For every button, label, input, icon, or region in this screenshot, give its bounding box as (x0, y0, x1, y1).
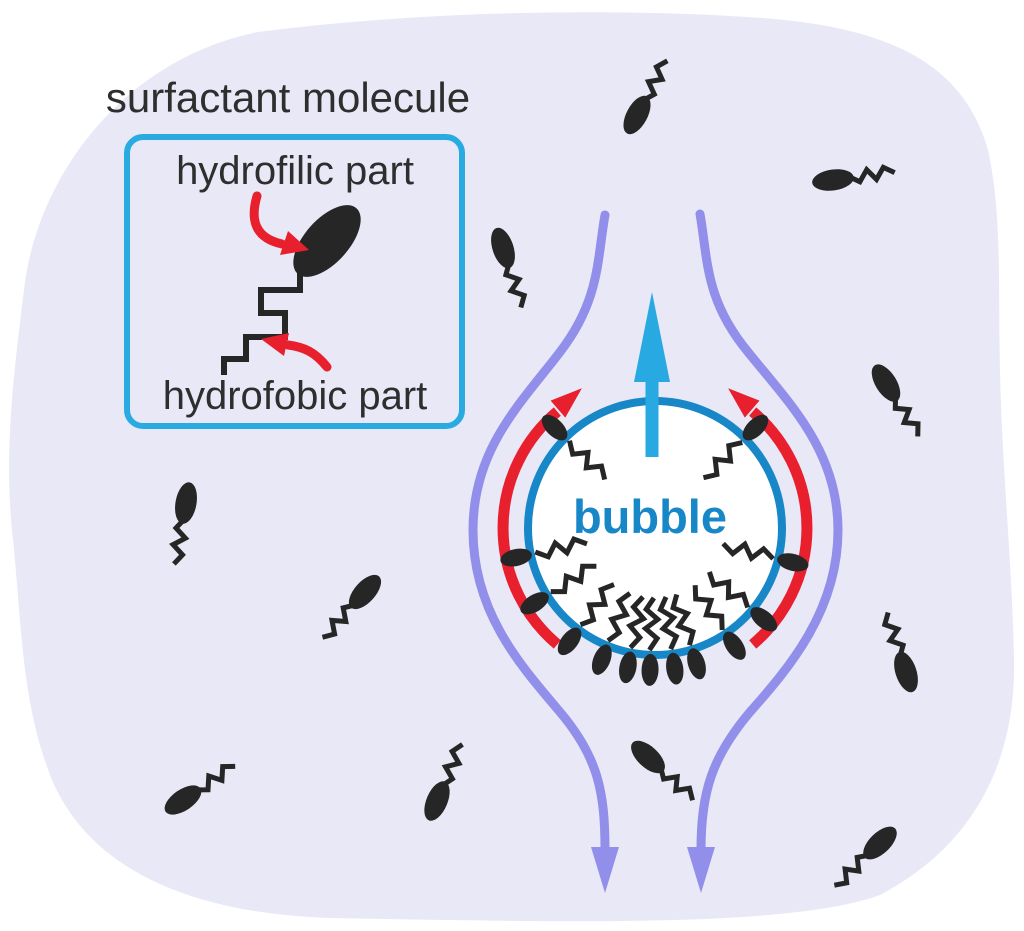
surfactant-head (623, 95, 651, 135)
diagram-title: surfactant molecule (106, 74, 470, 121)
flow-line-right (695, 209, 843, 855)
surfactant-tail (169, 517, 190, 566)
surfactant-head (666, 652, 684, 685)
inset-head (293, 205, 361, 277)
surfactant-tail (641, 596, 662, 652)
surfactant-head (894, 651, 918, 693)
surfactant-head (631, 740, 665, 774)
surfactant-head (520, 592, 549, 615)
surfactant-tail (195, 763, 236, 793)
surfactant-tail (502, 262, 528, 309)
surfactant-head (812, 169, 854, 191)
inset-tail (221, 263, 303, 375)
red-pointer-hydrophilic (249, 191, 287, 249)
surfactant-head (723, 631, 746, 660)
circulation-arrows (497, 388, 813, 649)
attached-surfactant-molecules (500, 414, 809, 686)
surfactant-tail (534, 535, 588, 560)
surfactant-head (863, 826, 897, 860)
surfactant-tail (707, 571, 751, 609)
red-arrowhead-left (550, 388, 582, 418)
surfactant-tail (721, 540, 775, 563)
surfactant-head (491, 227, 515, 269)
red-circulation-arrow-right (749, 407, 813, 649)
surfactant-tail (702, 440, 743, 481)
surfactant-tail (881, 611, 907, 658)
surfactant-tail (833, 852, 871, 888)
surfactant-head (348, 574, 382, 610)
flow-arrowhead-right (687, 847, 715, 893)
upward-arrow-shaft (645, 376, 659, 457)
surfactant-tail (657, 595, 680, 651)
surfactant-head (164, 785, 202, 815)
surfactant-tail (670, 593, 696, 646)
surfactant-tail (625, 595, 648, 650)
surfactant-head (557, 627, 582, 656)
flow-line-left (468, 210, 610, 855)
surfactant-head (541, 414, 568, 441)
surfactant-head (742, 414, 769, 441)
surfactant-tail (321, 602, 357, 640)
surfactant-tail (567, 440, 608, 481)
inset-box (124, 134, 465, 429)
surfactant-tail (550, 563, 597, 595)
surfactant-tail (692, 585, 725, 631)
inset-box-group: hydrofilic part hydrofobic part (124, 134, 465, 429)
surfactant-head (424, 781, 450, 821)
surfactant-head (500, 548, 532, 567)
flow-arrowhead-left (591, 847, 619, 893)
surfactant-head (641, 653, 659, 686)
surfactant-head (871, 364, 901, 402)
bubble-label: bubble (573, 490, 727, 543)
upward-arrow (634, 292, 670, 457)
surfactant-head (591, 644, 612, 675)
surfactant-tail (440, 742, 464, 788)
surfactant-tail (847, 164, 896, 186)
surfactant-tail (642, 58, 669, 103)
hydrophobic-label: hydrofobic part (163, 374, 428, 418)
surfactant-head (619, 651, 637, 684)
red-pointer-hydrophilic-head (280, 231, 309, 255)
hydrophilic-label: hydrofilic part (176, 149, 414, 193)
red-pointer-hydrophobic (283, 340, 332, 372)
surfactant-head (750, 607, 778, 632)
surfactant-tail (606, 591, 632, 643)
red-arrowhead-right (728, 388, 760, 418)
surfactant-tail (579, 582, 615, 628)
surfactant-head (175, 482, 197, 524)
surfactant-tail (658, 766, 695, 801)
surfactant-head (777, 553, 809, 572)
red-circulation-arrow-left (497, 407, 561, 649)
surfactant-head (687, 648, 706, 680)
surfactant-tail (892, 395, 921, 437)
red-pointer-hydrophobic-head (261, 333, 289, 356)
upward-arrowhead (634, 292, 670, 382)
free-surfactant-molecules (164, 58, 921, 888)
flow-lines (468, 209, 843, 893)
